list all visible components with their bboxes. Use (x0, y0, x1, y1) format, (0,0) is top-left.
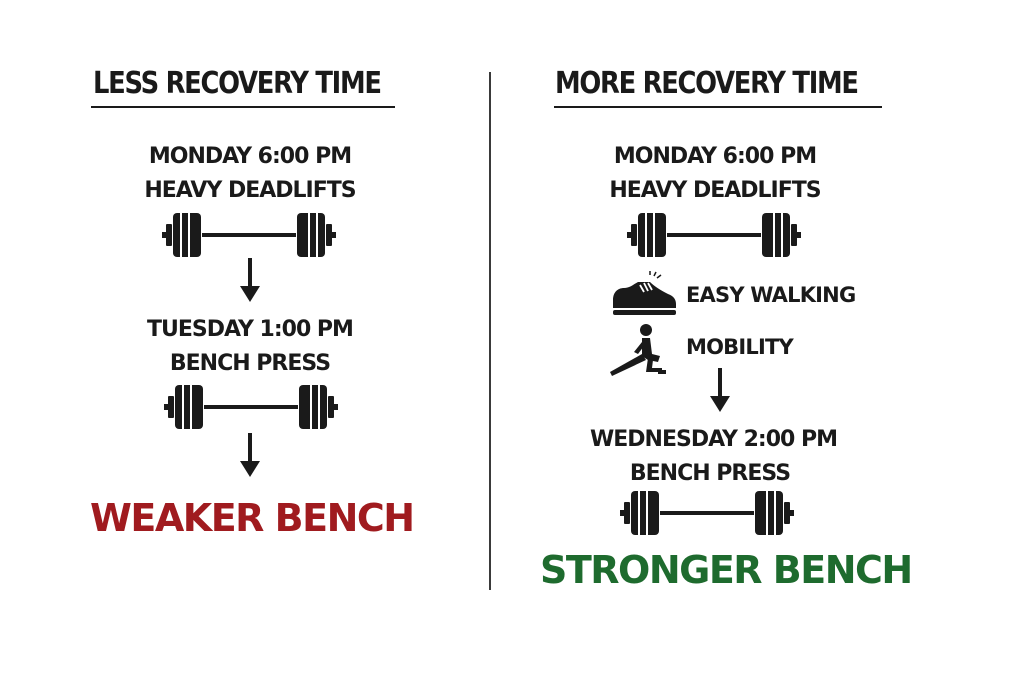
left-step-tuesday: TUESDAY 1:00 PM BENCH PRESS (140, 313, 360, 381)
left-step-tuesday-time: TUESDAY 1:00 PM (147, 317, 354, 342)
left-step-monday: MONDAY 6:00 PM HEAVY DEADLIFTS (140, 140, 360, 208)
lunge-stretch-icon (610, 324, 666, 376)
left-step-monday-exercise: HEAVY DEADLIFTS (144, 178, 356, 203)
more-recovery-heading: MORE RECOVERY TIME (555, 66, 859, 101)
barbell-icon (164, 385, 338, 429)
right-step-wednesday-exercise: BENCH PRESS (629, 461, 791, 486)
right-step-monday: MONDAY 6:00 PM HEAVY DEADLIFTS (605, 140, 825, 208)
barbell-icon (162, 213, 336, 257)
easy-walking-label: EASY WALKING (686, 283, 856, 307)
down-arrow-icon (240, 258, 260, 302)
down-arrow-icon (710, 368, 730, 412)
mobility-label: MOBILITY (686, 335, 794, 359)
left-step-tuesday-exercise: BENCH PRESS (169, 351, 331, 376)
less-recovery-heading-underline (91, 106, 395, 108)
column-divider (489, 72, 491, 590)
more-recovery-heading-underline (554, 106, 882, 108)
barbell-icon (620, 491, 794, 535)
less-recovery-column: LESS RECOVERY TIME MONDAY 6:00 PM HEAVY … (0, 0, 490, 683)
down-arrow-icon (240, 433, 260, 477)
more-recovery-column: MORE RECOVERY TIME MONDAY 6:00 PM HEAVY … (490, 0, 1024, 683)
barbell-icon (627, 213, 801, 257)
right-step-monday-exercise: HEAVY DEADLIFTS (609, 178, 821, 203)
less-recovery-heading: LESS RECOVERY TIME (93, 66, 382, 101)
sneaker-icon (613, 271, 676, 315)
right-step-monday-time: MONDAY 6:00 PM (613, 144, 817, 169)
right-step-wednesday: WEDNESDAY 2:00 PM BENCH PRESS (590, 423, 838, 491)
stronger-bench-result: STRONGER BENCH (540, 548, 913, 592)
weaker-bench-result: WEAKER BENCH (90, 496, 415, 540)
left-step-monday-time: MONDAY 6:00 PM (148, 144, 352, 169)
right-step-wednesday-time: WEDNESDAY 2:00 PM (590, 427, 838, 452)
